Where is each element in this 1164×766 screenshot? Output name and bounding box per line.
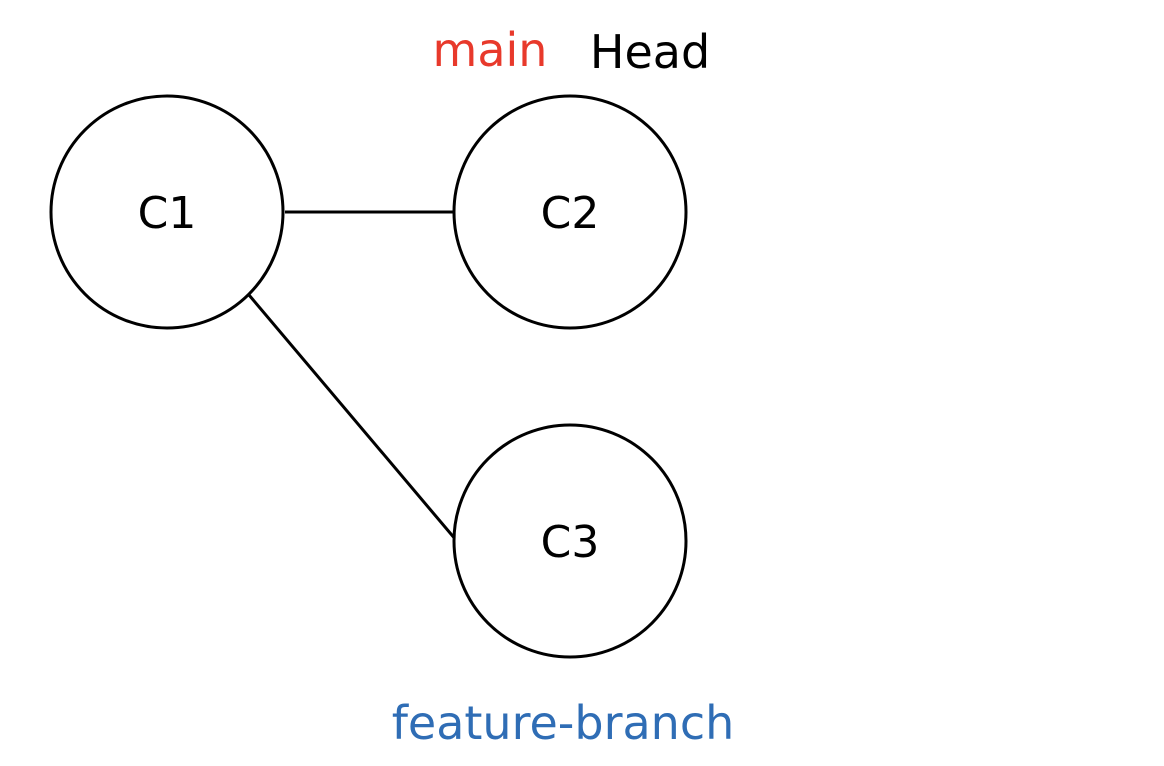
commit-circle-c2 [452, 94, 688, 330]
commit-circle-c3 [452, 423, 688, 659]
commit-node-c3: C3 [452, 423, 688, 659]
edge-c1-c3 [247, 294, 458, 541]
commit-label-c2: C2 [541, 188, 600, 239]
commit-label-c3: C3 [541, 517, 600, 568]
branch-label-main: main [433, 23, 548, 77]
commit-circle-c1 [49, 94, 285, 330]
commit-label-c1: C1 [138, 188, 197, 239]
commit-node-c2: C2 [452, 94, 688, 330]
branch-label-feature: feature-branch [392, 696, 735, 750]
commit-node-c1: C1 [49, 94, 285, 330]
head-label: Head [590, 25, 710, 79]
